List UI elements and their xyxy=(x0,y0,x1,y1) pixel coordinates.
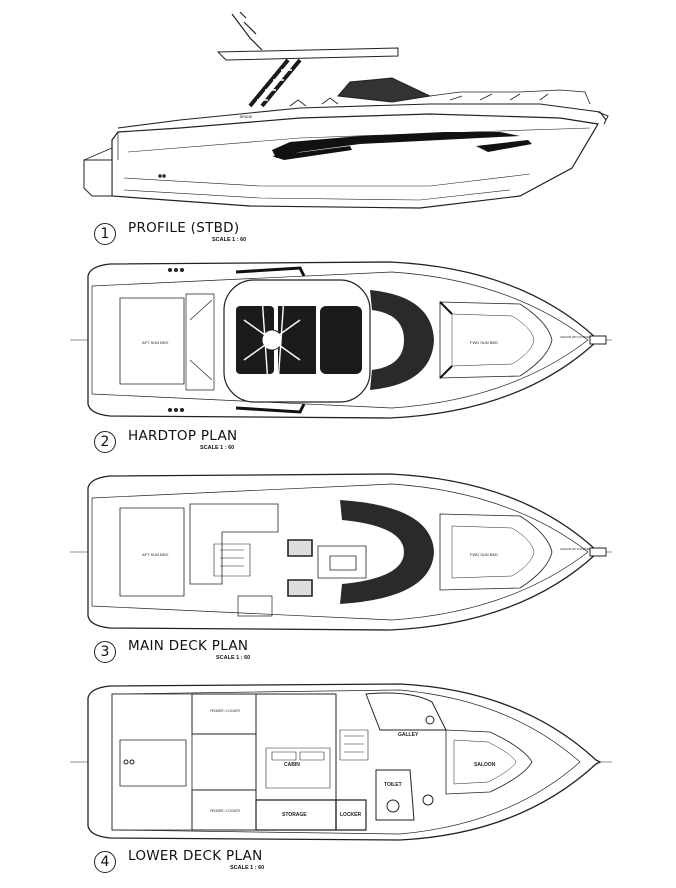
view-caption-main-deck: 3 MAIN DECK PLAN SCALE 1 : 60 xyxy=(0,638,400,678)
view-scale: SCALE 1 : 60 xyxy=(230,865,265,871)
lower-deck-plan-view: FENDER / LOCKER FENDER / LOCKER CABIN ST… xyxy=(70,683,612,841)
fwd-sun-bed xyxy=(439,301,553,379)
helm-seat xyxy=(289,97,339,107)
bow-anchor xyxy=(589,547,607,557)
transom-detail xyxy=(83,132,119,161)
toilet-sink xyxy=(422,794,434,806)
view-scale: SCALE 1 : 60 xyxy=(212,237,247,243)
main-deck-plan-view: AFT SUN BED FWD SUN BED ANCHOR WITH STRI… xyxy=(70,473,612,631)
gunwale xyxy=(91,271,589,409)
bow-rails xyxy=(429,89,591,105)
arch-ladder-rungs xyxy=(257,69,292,101)
view-number: 3 xyxy=(94,641,116,663)
view-title: HARDTOP PLAN xyxy=(128,428,238,444)
inner-hull xyxy=(111,689,581,835)
hull-outline xyxy=(87,683,602,841)
hull-window-main xyxy=(272,132,520,158)
locker-label: LOCKER xyxy=(340,812,362,818)
cockpit-table xyxy=(237,595,273,617)
saloon xyxy=(445,729,533,795)
bow-anchor xyxy=(589,335,607,345)
main-fwd-label: FWD SUN BED xyxy=(470,552,498,557)
solar-panel-3 xyxy=(320,306,362,374)
view-scale: SCALE 1 : 60 xyxy=(216,655,251,661)
view-number: 4 xyxy=(94,851,116,873)
toilet-label: TOILET xyxy=(384,782,402,788)
cockpit-seating xyxy=(189,503,279,585)
hardtop-plan-view: AFT SUN BED FWD SUN BED ANCHOR WITH STRI… xyxy=(70,261,612,419)
profile-view: BRAND xyxy=(83,11,609,209)
cockpit-steps xyxy=(213,543,251,577)
saloon-seat xyxy=(453,739,517,785)
hull-spray-rail-2 xyxy=(123,173,531,187)
fwd-sun-bed-inner xyxy=(451,525,535,579)
aft-seat-step xyxy=(185,293,215,391)
windscreen xyxy=(340,500,434,604)
aft-sun-bed xyxy=(119,507,185,597)
helm-seat-1 xyxy=(287,539,313,557)
hull-window-fwd xyxy=(476,140,532,152)
galley-label: GALLEY xyxy=(398,732,419,738)
bimini-canopy xyxy=(337,77,432,103)
view-number: 2 xyxy=(94,431,116,453)
arch-bars xyxy=(235,266,306,414)
storage-label: STORAGE xyxy=(282,812,307,818)
view-number: 1 xyxy=(94,223,116,245)
helm-seat-2 xyxy=(287,579,313,597)
stairs xyxy=(339,729,369,761)
antenna-mast xyxy=(231,11,263,51)
fwd-sun-bed-inner xyxy=(451,313,535,367)
locker2-label: FENDER / LOCKER xyxy=(210,809,240,813)
swim-platform xyxy=(83,159,113,197)
saloon-label: SALOON xyxy=(474,762,496,768)
arch-spars xyxy=(243,295,301,385)
fwd-corners xyxy=(439,301,453,379)
locker xyxy=(335,799,367,831)
fwd-sun-bed xyxy=(439,513,553,591)
hull-spray-rail-1 xyxy=(123,189,511,201)
aft-sun-bed xyxy=(119,297,185,385)
hardtop-bow-label: ANCHOR WITH STRIKER xyxy=(560,335,591,339)
toilet xyxy=(375,769,415,821)
solar-panel-2 xyxy=(278,306,316,374)
galley xyxy=(365,692,447,731)
view-title: MAIN DECK PLAN xyxy=(128,638,249,654)
hardtop-roof xyxy=(216,47,399,61)
cabin-bed xyxy=(265,747,331,789)
bow-tip xyxy=(597,111,609,125)
main-aft-label: AFT SUN BED xyxy=(142,552,168,557)
sink xyxy=(425,715,435,725)
helm-console xyxy=(317,545,367,579)
view-scale: SCALE 1 : 60 xyxy=(200,445,235,451)
view-caption-hardtop: 2 HARDTOP PLAN SCALE 1 : 60 xyxy=(0,428,400,468)
hardtop-fwd-label: FWD SUN BED xyxy=(470,340,498,345)
cabin-label: CABIN xyxy=(284,762,300,768)
arch-ladder xyxy=(248,58,302,108)
main-bow-label: ANCHOR WITH STRIKER xyxy=(560,547,591,551)
view-title: LOWER DECK PLAN xyxy=(128,848,263,864)
deck-sheer xyxy=(117,103,607,129)
windscreen xyxy=(370,290,434,390)
hull-window-aft xyxy=(272,146,352,160)
gunwale xyxy=(91,483,589,621)
svg-text:BRAND: BRAND xyxy=(240,115,253,119)
locker1-label: FENDER / LOCKER xyxy=(210,709,240,713)
hardtop-aft-label: AFT SUN BED xyxy=(142,340,168,345)
view-caption-lower-deck: 4 LOWER DECK PLAN SCALE 1 : 60 xyxy=(0,848,400,888)
view-title: PROFILE (STBD) xyxy=(128,220,240,236)
wc-bowl xyxy=(386,799,400,813)
view-caption-profile: 1 PROFILE (STBD) SCALE 1 : 60 xyxy=(0,220,400,260)
hull xyxy=(111,113,599,209)
